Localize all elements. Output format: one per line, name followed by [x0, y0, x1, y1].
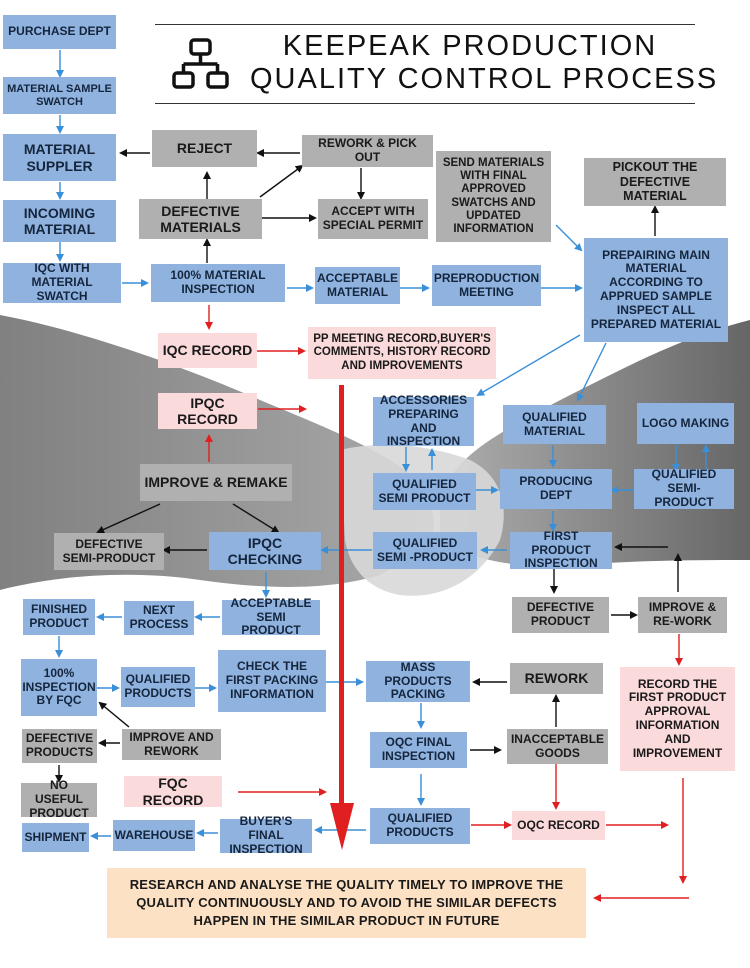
shipment-node: SHIPMENT [22, 823, 89, 852]
no-useful-product-node: NO USEFUL PRODUCT [21, 778, 97, 820]
buyers-final-inspection-node: BUYER'S FINAL INSPECTION [220, 814, 312, 856]
producing-dept-node: PRODUCING DEPT [500, 469, 612, 509]
qualified-semi-product-3-node: QUALIFIED SEMI -PRODUCT [373, 532, 477, 569]
title-line-2: QUALITY CONTROL PROCESS [250, 63, 719, 95]
ipqc-record-node: IPQC RECORD [158, 393, 257, 429]
inspection-by-fqc-node: 100% INSPECTION BY FQC [21, 659, 97, 716]
defective-semi-product-node: DEFECTIVE SEMI-PRODUCT [54, 533, 164, 570]
ipqc-checking-node: IPQC CHECKING [209, 532, 321, 570]
record-first-product-node: RECORD THE FIRST PRODUCT APPROVAL INFORM… [620, 667, 735, 771]
defective-products-node: DEFECTIVE PRODUCTS [22, 729, 97, 763]
pickout-defective-node: PICKOUT THE DEFECTIVE MATERIAL [584, 158, 726, 206]
rework-pick-out-node: REWORK & PICK OUT [302, 135, 433, 167]
pp-meeting-record-node: PP MEETING RECORD,BUYER'S COMMENTS, HIST… [308, 327, 496, 379]
main-red-arrow-shaft [339, 385, 344, 805]
defective-materials-node: DEFECTIVE MATERIALS [139, 199, 262, 239]
accessories-preparing-node: ACCESSORIES PREPARING AND INSPECTION [373, 393, 474, 448]
oqc-record-node: OQC RECORD [512, 811, 605, 840]
incoming-material-node: INCOMING MATERIAL [3, 200, 116, 242]
qualified-semi-product-1-node: QUALIFIED SEMI PRODUCT [373, 473, 476, 510]
org-chart-icon [172, 38, 229, 89]
qualified-semi-product-2-node: QUALIFIED SEMI-PRODUCT [634, 467, 734, 509]
acceptable-semi-product-node: ACCEPTABLE SEMI PRODUCT [222, 596, 320, 637]
acceptable-material-node: ACCEPTABLE MATERIAL [315, 267, 400, 304]
title-line-1: KEEPEAK PRODUCTION [282, 30, 658, 62]
improve-and-rework-node: IMPROVE AND REWORK [122, 729, 221, 760]
material-sample-swatch-node: MATERIAL SAMPLE SWATCH [3, 77, 116, 114]
rework-node: REWORK [510, 663, 603, 694]
conclusion-node: RESEARCH AND ANALYSE THE QUALITY TIMELY … [107, 868, 586, 938]
prepairing-main-node: PREPAIRING MAIN MATERIAL ACCORDING TO AP… [584, 238, 728, 342]
improve-remake-node: IMPROVE & REMAKE [140, 464, 292, 501]
fqc-record-node: FQC RECORD [124, 775, 222, 808]
accept-special-permit-node: ACCEPT WITH SPECIAL PERMIT [318, 199, 428, 239]
mass-products-packing-node: MASS PRODUCTS PACKING [366, 660, 470, 702]
next-process-node: NEXT PROCESS [124, 601, 194, 635]
material-suppler-node: MATERIAL SUPPLER [3, 134, 116, 181]
purchase-dept-node: PURCHASE DEPT [3, 15, 116, 49]
qualified-material-node: QUALIFIED MATERIAL [503, 405, 606, 444]
defective-product-node: DEFECTIVE PRODUCT [512, 597, 609, 633]
first-product-inspection-node: FIRST PRODUCT INSPECTION [510, 529, 612, 570]
logo-making-node: LOGO MAKING [637, 403, 734, 444]
preproduction-meeting-node: PREPRODUCTION MEETING [432, 265, 541, 306]
improve-rework-1-node: IMPROVE & RE-WORK [638, 597, 727, 633]
left-arm-shape [0, 315, 434, 590]
reject-node: REJECT [152, 130, 257, 167]
title-block: KEEPEAK PRODUCTION QUALITY CONTROL PROCE… [155, 24, 719, 104]
iqc-record-node: IQC RECORD [158, 333, 257, 368]
send-materials-node: SEND MATERIALS WITH FINAL APPROVED SWATC… [436, 151, 551, 242]
qualified-products-1-node: QUALIFIED PRODUCTS [121, 667, 195, 707]
inacceptable-goods-node: INACCEPTABLE GOODS [507, 729, 608, 764]
warehouse-node: WAREHOUSE [113, 820, 195, 851]
check-first-packing-node: CHECK THE FIRST PACKING INFORMATION [218, 650, 326, 712]
iqc-with-swatch-node: IQC WITH MATERIAL SWATCH [3, 261, 121, 303]
oqc-final-inspection-node: OQC FINAL INSPECTION [370, 732, 467, 768]
qualified-products-2-node: QUALIFIED PRODUCTS [370, 808, 470, 844]
finished-product-node: FINISHED PRODUCT [23, 599, 95, 635]
material-inspection-node: 100% MATERIAL INSPECTION [151, 264, 285, 302]
main-red-arrow-head [330, 803, 354, 850]
